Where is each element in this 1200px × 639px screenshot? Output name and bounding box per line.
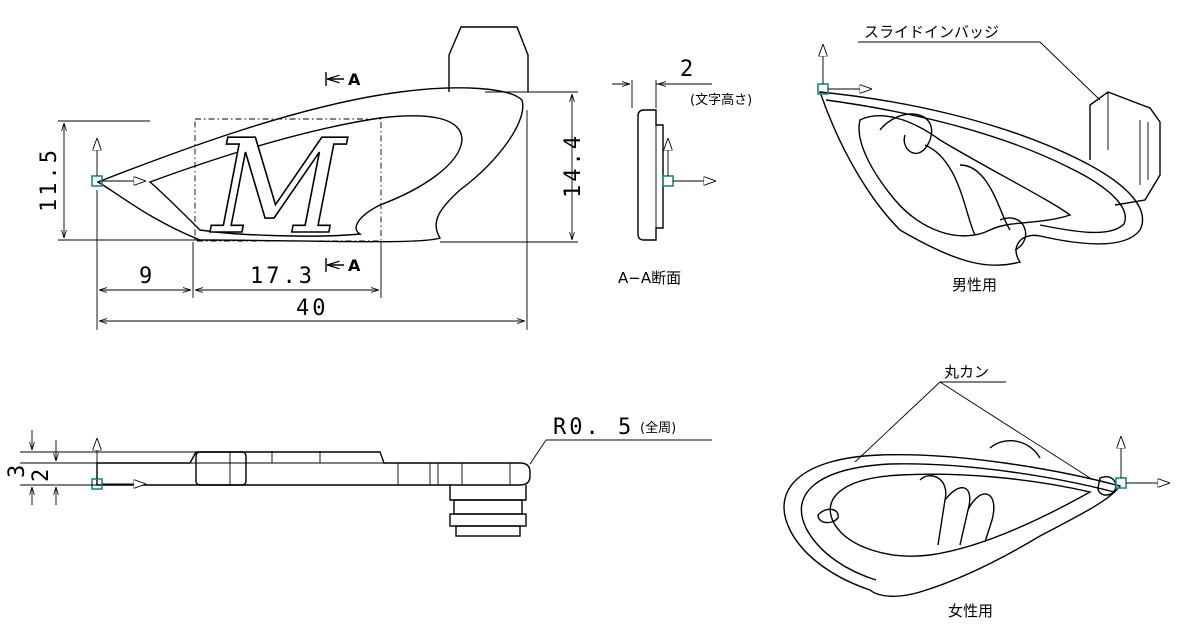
section-view: 2 (文字高さ) A−A断面	[612, 57, 752, 287]
dim-height-right: 14.4	[561, 133, 586, 198]
dim-mark-width: 17.3	[250, 264, 315, 289]
dim-char-height: 2	[680, 57, 696, 82]
iso-male-view: スライドインバッジ 男性用	[817, 23, 1161, 294]
svg-text:A: A	[348, 70, 361, 89]
dim-offset-left: 9	[139, 264, 155, 289]
female-inner	[829, 473, 1092, 557]
monogram-letter: M	[210, 111, 348, 263]
radius-note: (全周)	[640, 420, 676, 436]
dim-side-inner: 2	[29, 466, 54, 482]
char-height-note: (文字高さ)	[690, 92, 752, 108]
radius-label: R0. 5	[553, 415, 634, 440]
section-marker-top: A	[325, 70, 361, 89]
section-caption: A−A断面	[618, 269, 681, 287]
male-pin	[1089, 91, 1161, 206]
female-origin-marker	[1115, 477, 1127, 489]
male-caption: 男性用	[952, 276, 997, 294]
section-profile	[637, 109, 664, 241]
dim-side-total: 3	[5, 462, 30, 478]
badge-inner-outline	[148, 115, 463, 237]
male-outer	[818, 91, 1144, 266]
female-caption: 女性用	[948, 602, 993, 620]
side-body-outline	[96, 451, 531, 486]
slide-badge-callout: スライドインバッジ	[864, 23, 999, 41]
svg-text:A: A	[348, 256, 361, 275]
section-marker-bottom: A	[325, 256, 361, 275]
iso-female-view: 丸カン 女性用	[783, 363, 1170, 620]
dim-width-total: 40	[296, 296, 329, 321]
section-origin-marker	[662, 175, 674, 187]
female-outer	[783, 453, 1122, 597]
ring-callout: 丸カン	[944, 363, 989, 381]
badge-outer-outline	[96, 87, 524, 243]
side-view: 3 2 R0. 5 (全周)	[5, 415, 712, 537]
front-view: M A A 11.5 14.4 9	[37, 26, 586, 330]
side-pin	[449, 485, 527, 501]
slide-pin-outline	[448, 26, 529, 92]
dim-height-left: 11.5	[37, 147, 62, 212]
section-box	[194, 118, 382, 242]
male-inner	[858, 115, 1072, 237]
